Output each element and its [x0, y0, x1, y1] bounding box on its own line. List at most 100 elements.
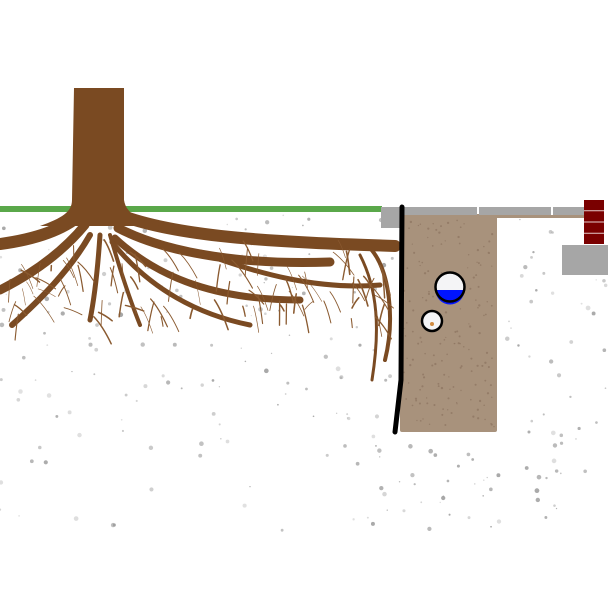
soil-speck — [532, 250, 535, 254]
soil-speck — [305, 387, 308, 391]
trench-speck — [460, 365, 463, 368]
brick — [584, 233, 604, 244]
soil-speck — [0, 322, 5, 328]
trench-speck — [447, 397, 450, 400]
brick — [584, 222, 604, 233]
soil-speck — [482, 495, 484, 497]
trench-speck — [477, 306, 479, 309]
trench-speck — [423, 272, 427, 275]
soil-speck — [347, 416, 351, 421]
trench-speck — [440, 225, 442, 228]
root-hair — [134, 253, 141, 283]
soil-speck — [249, 485, 251, 488]
root-hair — [63, 307, 83, 316]
root-hair — [374, 316, 392, 340]
trench-speck — [419, 223, 422, 225]
soil-speck — [46, 393, 52, 398]
soil-speck — [366, 516, 369, 519]
soil-speck — [602, 348, 607, 353]
soil-speck — [408, 444, 413, 449]
trench-speck — [428, 290, 430, 293]
soil-speck — [428, 448, 434, 454]
soil-speck — [427, 526, 432, 532]
soil-speck — [161, 374, 165, 378]
root-hair — [163, 305, 180, 333]
soil-speck — [94, 347, 99, 352]
root-hair — [286, 266, 297, 291]
soil-speck — [343, 444, 347, 448]
root-hair — [292, 293, 298, 314]
soil-speck — [505, 336, 510, 341]
trench-speck — [474, 383, 477, 386]
soil-speck — [398, 481, 401, 483]
root-left-3 — [9, 232, 93, 328]
trench-speck — [419, 419, 422, 422]
root-hair — [304, 271, 308, 289]
root-hair — [37, 288, 56, 297]
trench-speck — [460, 389, 462, 392]
soil-speck — [569, 340, 574, 344]
soil-speck — [225, 439, 230, 444]
soil-speck — [88, 342, 93, 347]
root-hair — [244, 247, 249, 277]
soil-speck — [0, 255, 3, 259]
soil-speck — [308, 253, 311, 256]
root-hair — [118, 291, 125, 318]
trench-speck — [408, 300, 411, 303]
soil-speck — [307, 217, 311, 221]
root-hair — [374, 295, 394, 309]
trench-speck — [441, 359, 443, 362]
soil-speck — [211, 411, 216, 416]
trench-speck — [440, 243, 443, 245]
trench-speck — [478, 262, 480, 265]
soil-speck — [220, 437, 222, 440]
soil-speck — [60, 311, 65, 316]
soil-speck — [371, 434, 376, 439]
trench-speck — [427, 227, 430, 230]
soil-speck — [165, 311, 168, 313]
trench-speck — [417, 224, 420, 227]
trench-speck — [403, 371, 405, 374]
soil-speck — [355, 461, 360, 466]
trench-speck — [468, 348, 470, 351]
trench-speck — [407, 382, 410, 384]
soil-speck — [377, 448, 382, 453]
soil-speck — [583, 469, 587, 474]
trench-speck — [463, 223, 465, 225]
trench-speck — [487, 366, 490, 369]
root-hair — [59, 277, 72, 306]
root-hair — [100, 299, 103, 326]
trench-speck — [432, 295, 434, 298]
trench-speck — [487, 251, 490, 254]
soil-speck — [21, 355, 26, 360]
soil-speck — [433, 453, 438, 457]
trench-speck — [452, 386, 455, 388]
soil-speck — [18, 268, 23, 273]
root-hair — [302, 275, 323, 302]
root-hair — [160, 316, 164, 327]
root-hair — [329, 291, 341, 313]
soil-speck — [44, 296, 50, 302]
soil-speck — [550, 430, 556, 436]
soil-speck — [585, 305, 591, 311]
soil-speck — [552, 443, 558, 448]
soil-speck — [591, 311, 596, 316]
trench-speck — [457, 342, 460, 345]
soil-speck — [135, 399, 138, 403]
trench-speck — [444, 311, 448, 314]
soil-speck — [527, 430, 531, 434]
trench-speck — [443, 338, 446, 341]
root-hair — [93, 316, 112, 345]
trench-speck — [476, 261, 478, 263]
soil-speck — [595, 421, 598, 424]
trench-speck — [472, 415, 475, 418]
root-hair — [162, 248, 179, 272]
trench-speck — [437, 382, 440, 385]
root-hair — [213, 299, 229, 331]
trench-speck — [491, 265, 493, 267]
soil-speck — [120, 418, 123, 421]
soil-speck — [569, 395, 572, 399]
root-hair — [332, 251, 355, 276]
soil-speck — [352, 518, 355, 521]
trench-speck — [413, 251, 416, 254]
